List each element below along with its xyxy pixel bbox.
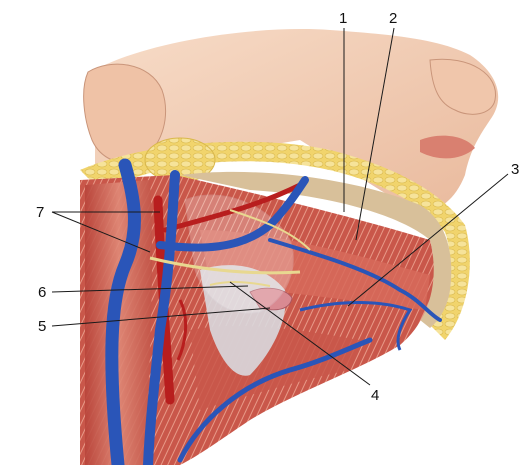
leader-lines: [51, 27, 509, 386]
lingual-nerve: [229, 209, 311, 251]
vein-branch-upper: [156, 176, 309, 252]
label-3: 3: [511, 161, 519, 178]
facial-artery: [162, 182, 303, 233]
leader-6: [51, 285, 249, 293]
anterior-jugular-vein: [177, 337, 373, 463]
leader-5: [51, 307, 271, 327]
submental-vein: [299, 301, 413, 351]
facial-vein: [268, 238, 442, 322]
label-4: 4: [371, 387, 379, 404]
label-1: 1: [339, 10, 347, 27]
platysma-band: [180, 171, 452, 328]
digastric-muscle: [200, 230, 430, 310]
internal-jugular-vein: [105, 158, 141, 465]
subcutaneous-fat: [80, 141, 470, 340]
leader-3: [347, 173, 509, 307]
leader-7b: [51, 211, 151, 253]
lips: [420, 135, 475, 159]
label-7: 7: [36, 204, 44, 221]
nerve-loop: [209, 281, 271, 287]
label-5: 5: [38, 318, 46, 335]
retromandibular-vein: [143, 170, 180, 465]
leader-2: [355, 27, 395, 241]
label-6: 6: [38, 284, 46, 301]
face-skin: [95, 29, 499, 216]
hypoglossal-nerve: [149, 256, 301, 275]
leader-4: [229, 281, 371, 386]
small-artery: [176, 299, 188, 361]
nose: [429, 58, 497, 115]
label-2: 2: [389, 10, 397, 27]
